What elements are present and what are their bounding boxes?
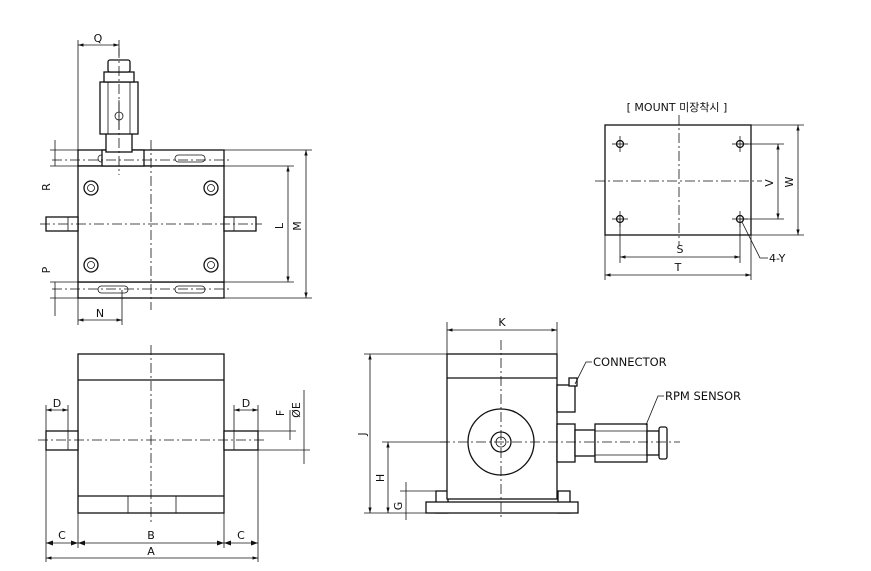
- dim-N: N: [96, 307, 104, 320]
- rpm-sensor-top: [99, 59, 145, 167]
- front-right-shaft: [223, 430, 259, 451]
- connector-label: CONNECTOR: [593, 355, 667, 369]
- rpm-sensor-label: RPM SENSOR: [665, 389, 741, 403]
- bolt-icon: [83, 180, 219, 273]
- rpm-sensor-side: [556, 423, 668, 463]
- front-view: D D F ØE C B C A: [38, 345, 310, 562]
- dim-C-left: C: [58, 529, 66, 542]
- top-view: Q R P N L M: [40, 32, 312, 325]
- dim-D-left: D: [53, 397, 61, 410]
- dim-B: B: [147, 529, 155, 542]
- dim-F: F: [274, 410, 287, 416]
- front-left-shaft: [45, 430, 79, 451]
- dim-V: V: [763, 179, 776, 187]
- dim-P: P: [40, 266, 53, 273]
- holes-label: 4-Y: [769, 252, 786, 265]
- connector: [556, 384, 576, 413]
- dim-A: A: [147, 545, 155, 558]
- dim-W: W: [783, 176, 796, 187]
- dim-M: M: [291, 221, 304, 231]
- side-view: K J H G CONNECTOR RPM SENSOR: [356, 316, 741, 520]
- dim-R: R: [40, 183, 53, 191]
- dim-S: S: [677, 243, 684, 256]
- side-body: [446, 353, 558, 500]
- dim-G: G: [392, 502, 405, 511]
- dim-J: J: [356, 432, 369, 436]
- mount-plate: [604, 124, 752, 236]
- dim-T: T: [674, 261, 682, 274]
- dim-Q: Q: [94, 32, 103, 45]
- side-base: [425, 501, 579, 514]
- dim-L: L: [273, 222, 286, 229]
- dim-E: ØE: [290, 402, 303, 418]
- mount-view: [ MOUNT 미장착시 ] S T V W: [595, 101, 804, 280]
- dim-D-right: D: [242, 397, 250, 410]
- dim-C-right: C: [237, 529, 245, 542]
- mount-title: [ MOUNT 미장착시 ]: [627, 101, 728, 114]
- dim-K: K: [498, 316, 506, 329]
- dim-H: H: [374, 474, 387, 482]
